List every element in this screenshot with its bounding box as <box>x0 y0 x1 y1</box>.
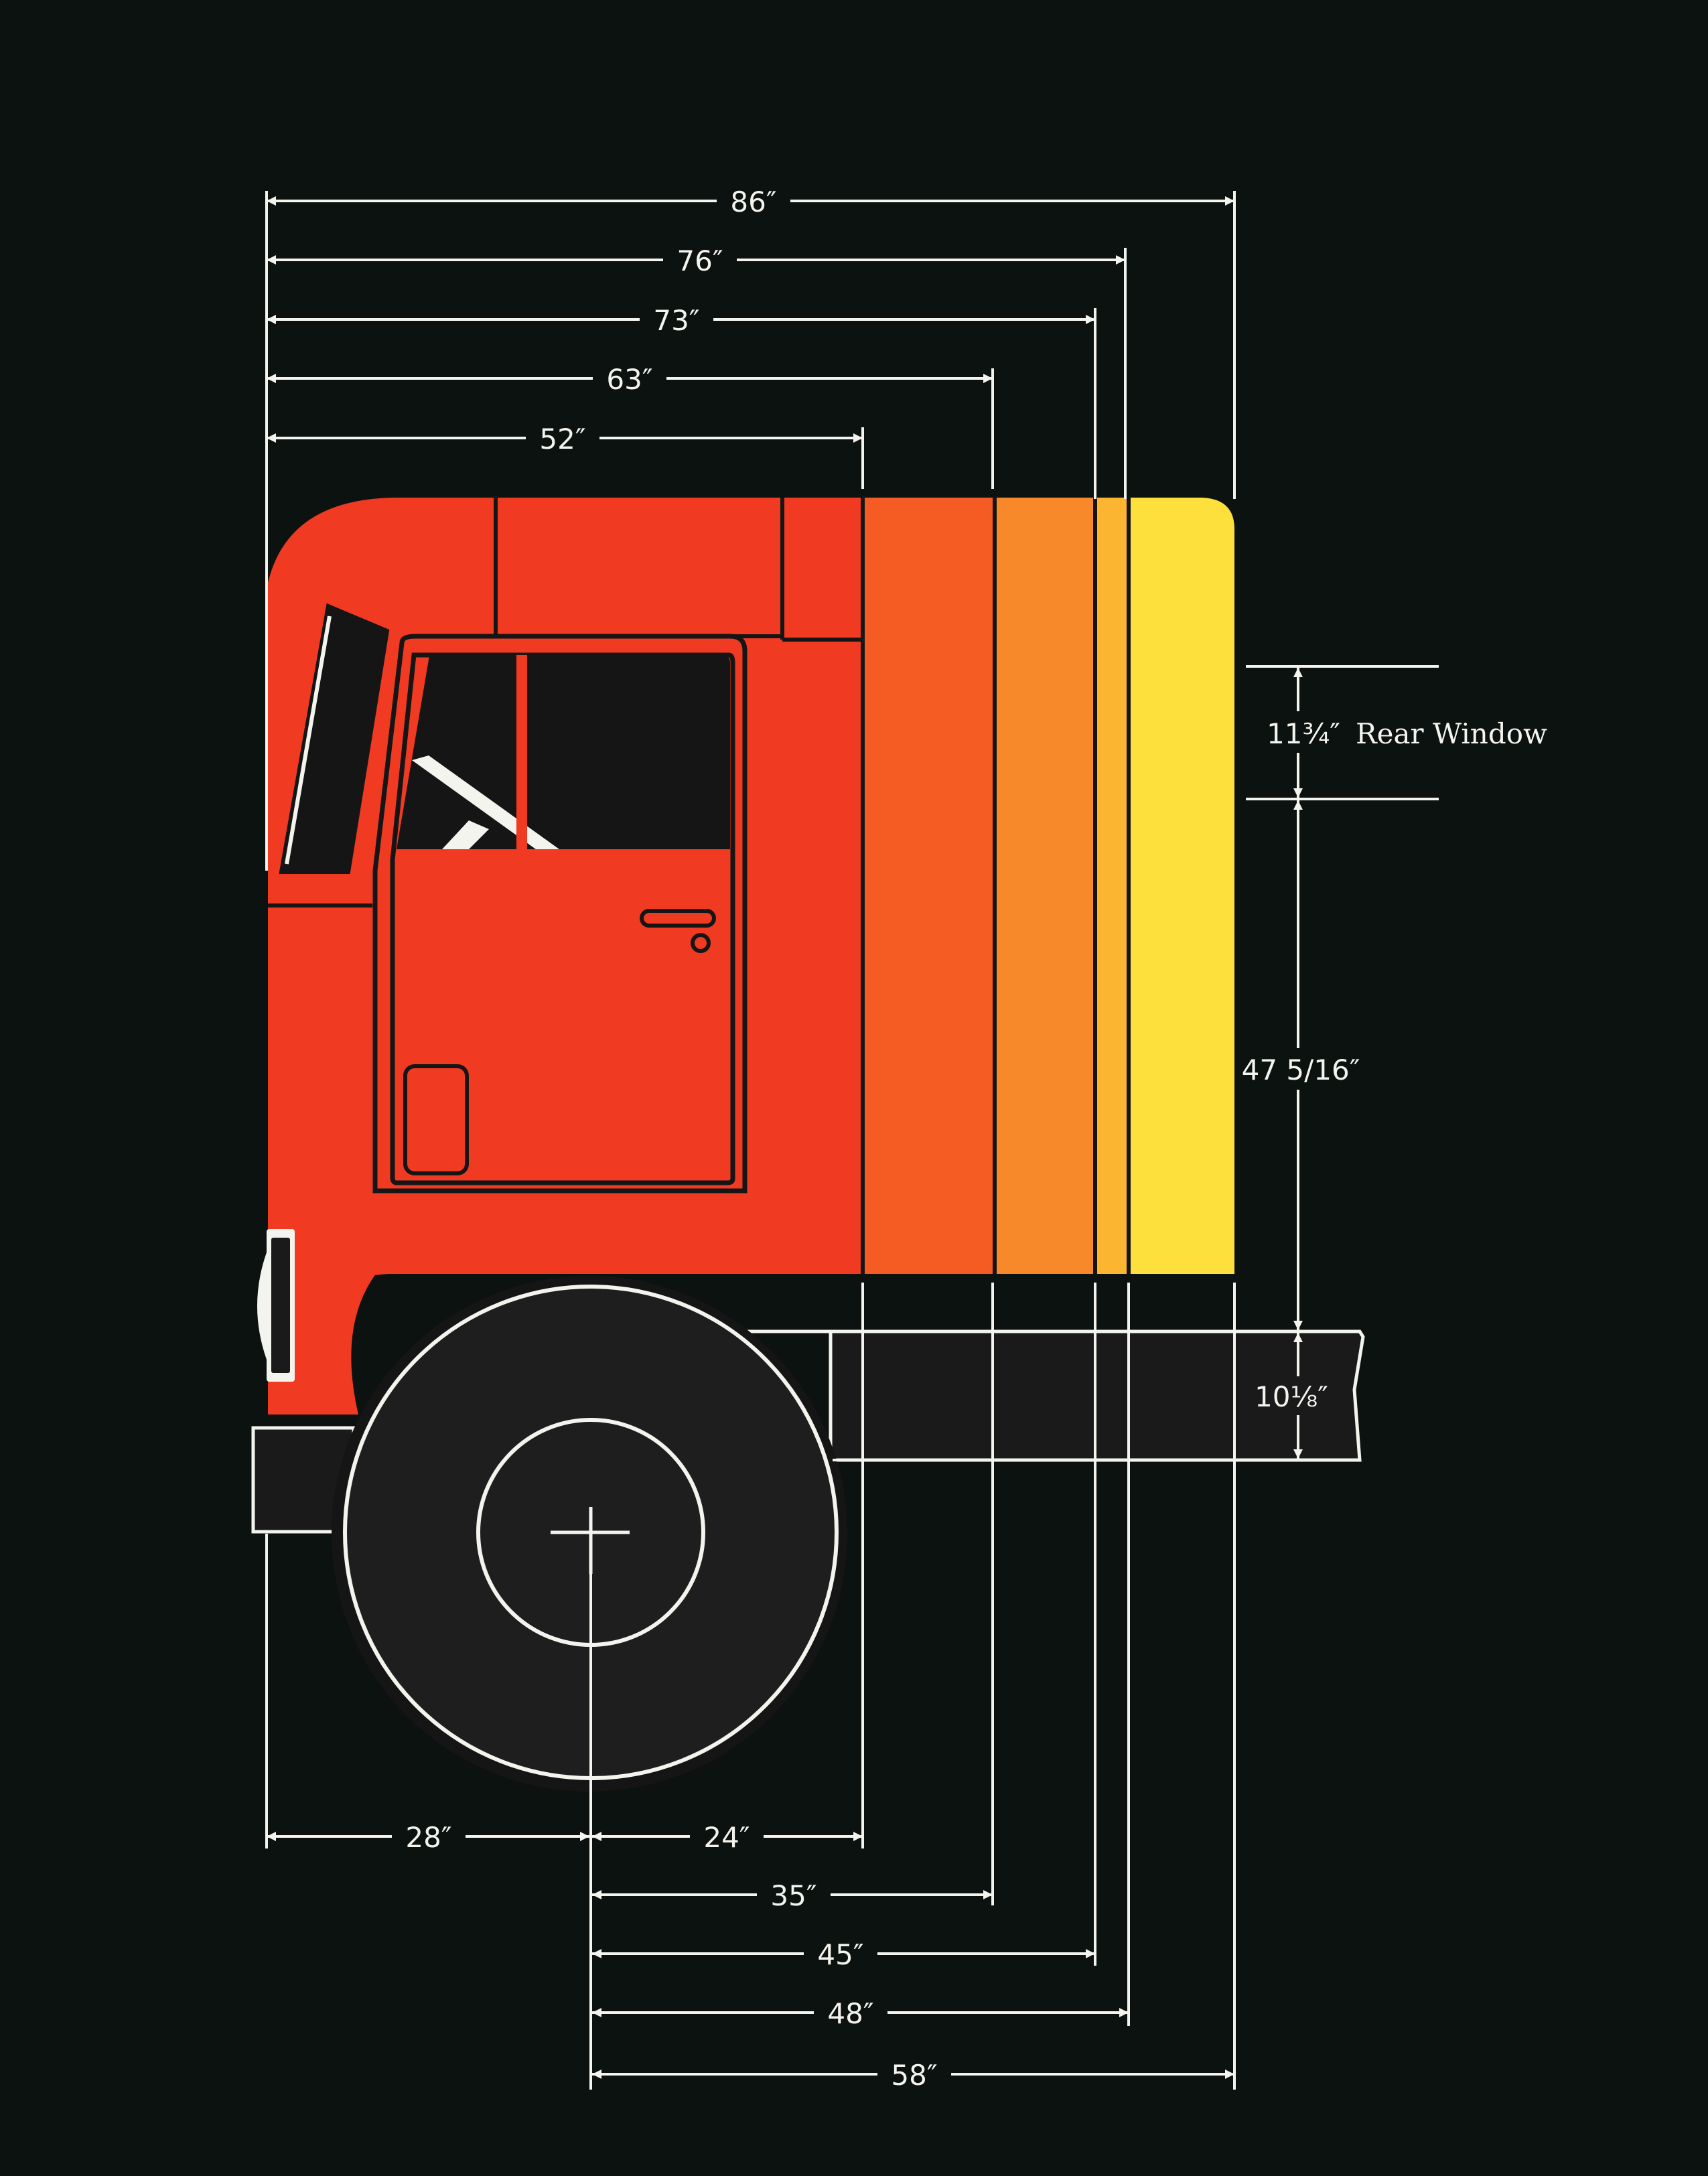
dim-label-86: 86″ <box>730 186 776 218</box>
bottom-dimension-labels: 28″ 24″ 35″ 45″ 48″ 58″ <box>392 1816 951 2094</box>
cab-lower-front <box>268 1259 388 1415</box>
dim-label-24: 24″ <box>703 1821 750 1854</box>
door-lock <box>691 933 711 953</box>
dim-label-35: 35″ <box>770 1879 816 1912</box>
cab-band-2 <box>863 498 995 1299</box>
door-post <box>516 655 527 849</box>
dim-label-cab-height: 47 5/16″ <box>1242 1054 1360 1086</box>
cab-band-4 <box>1095 498 1129 1299</box>
cab-band-3 <box>995 498 1095 1299</box>
dim-label-73: 73″ <box>653 304 699 337</box>
dim-label-58: 58″ <box>891 2059 937 2092</box>
dim-label-frame-height: 10⅛″ <box>1255 1380 1328 1413</box>
cab-door <box>372 634 748 1193</box>
dim-label-45: 45″ <box>817 1938 863 1971</box>
top-dimension-labels: 86″ 76″ 73″ 63″ 52″ <box>526 181 790 458</box>
dim-label-52: 52″ <box>539 423 585 455</box>
step-panel <box>403 1064 469 1175</box>
dim-label-28: 28″ <box>405 1821 451 1854</box>
rear-window-label: Rear Window <box>1356 717 1547 750</box>
right-dimension-labels: 11¾″ Rear Window 47 5/16″ 10⅛″ <box>1242 711 1547 1415</box>
dim-label-rear-window: 11¾″ <box>1267 717 1340 750</box>
door-handle <box>640 909 716 928</box>
windshield <box>279 603 390 874</box>
dim-label-76: 76″ <box>677 244 723 277</box>
cab-band-5 <box>1129 498 1234 1299</box>
dim-label-63: 63″ <box>606 363 652 396</box>
extension-lines <box>265 191 1439 2090</box>
band-dividers <box>268 498 1131 1274</box>
headlight <box>257 1229 295 1382</box>
dim-label-48: 48″ <box>827 1997 873 2030</box>
door-window <box>397 655 730 849</box>
